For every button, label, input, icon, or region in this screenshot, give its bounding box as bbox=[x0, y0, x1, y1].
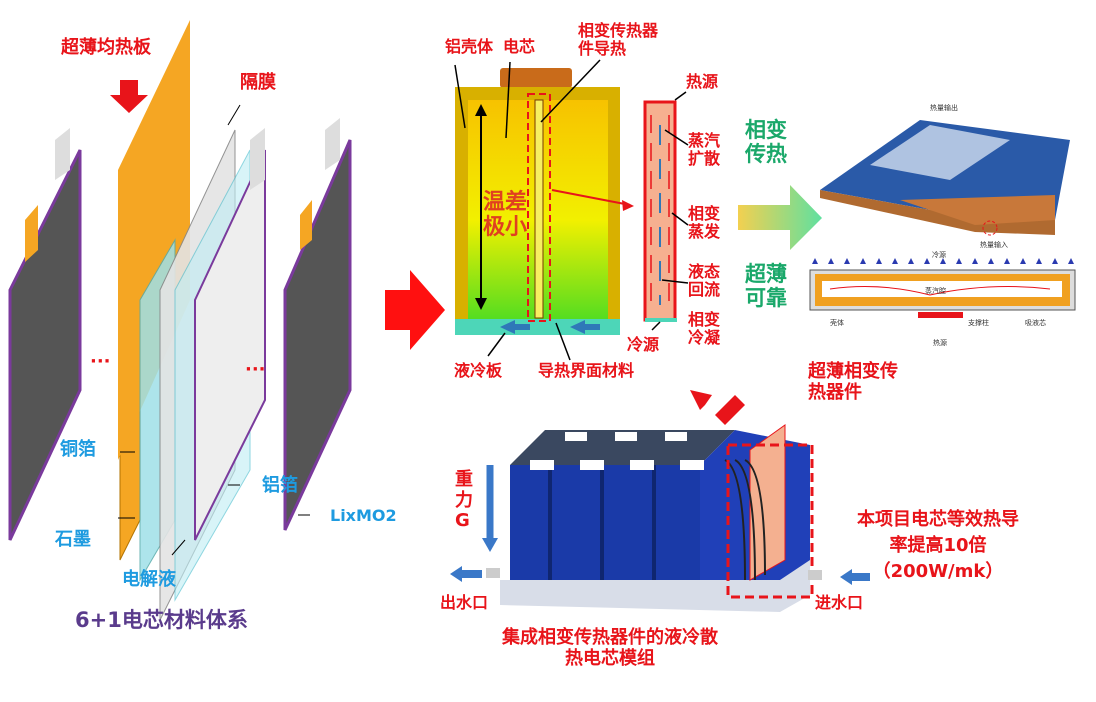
label-electrolyte: 电解液 bbox=[122, 569, 176, 590]
label-inlet: 进水口 bbox=[815, 593, 864, 612]
label-aluminum-foil: 铝箔 bbox=[262, 475, 298, 496]
label-thin-reliable: 超薄可靠 bbox=[745, 262, 787, 311]
ellipsis-left: ··· bbox=[90, 351, 111, 372]
vc-shell: 壳体 bbox=[830, 319, 844, 327]
vc-hot: 热源 bbox=[933, 339, 947, 347]
label-gravity: 重力G bbox=[455, 469, 473, 532]
vc-heat-in: 热量输入 bbox=[980, 241, 1008, 249]
vapor-chamber-section bbox=[809, 258, 1076, 318]
vc-heat-out: 热量输出 bbox=[930, 104, 958, 112]
label-cell-core: 电芯 bbox=[503, 37, 536, 56]
left-title: 6+1电芯材料体系 bbox=[75, 608, 248, 632]
label-vapor-diffusion: 蒸汽扩散 bbox=[688, 131, 721, 169]
label-phase-change: 相变传热 bbox=[745, 118, 787, 167]
label-heat-source: 热源 bbox=[686, 72, 719, 91]
label-outlet: 出水口 bbox=[440, 593, 489, 612]
module-caption: 集成相变传热器件的液冷散热电芯模组 bbox=[502, 627, 718, 669]
cell-diagram bbox=[454, 59, 634, 361]
vapor-chamber-3d bbox=[820, 120, 1070, 236]
left-stack bbox=[8, 20, 352, 621]
gradient-arrow bbox=[738, 185, 822, 250]
vc-cold: 冷源 bbox=[932, 251, 946, 259]
vc-vapor: 蒸汽腔 bbox=[925, 287, 946, 295]
label-temp-diff: 温差极小 bbox=[483, 190, 528, 241]
claim-line3: （200W/mk） bbox=[872, 561, 1004, 582]
label-copper-foil: 铜箔 bbox=[60, 439, 96, 460]
label-liquid-return: 液态回流 bbox=[688, 262, 721, 300]
battery-module bbox=[450, 390, 870, 612]
label-heat-spreader: 超薄均热板 bbox=[61, 37, 151, 58]
label-evaporation: 相变蒸发 bbox=[688, 204, 721, 242]
label-condensation: 相变冷凝 bbox=[688, 310, 721, 348]
label-tim: 导热界面材料 bbox=[538, 361, 635, 380]
ellipsis-right: ··· bbox=[245, 359, 266, 380]
claim-line1: 本项目电芯等效热导 bbox=[857, 509, 1019, 530]
heat-pipe-diagram bbox=[643, 91, 689, 331]
label-cathode: LixMO2 bbox=[330, 506, 397, 525]
label-graphite: 石墨 bbox=[55, 529, 91, 550]
label-liquid-plate: 液冷板 bbox=[454, 361, 503, 380]
vc-wick: 吸液芯 bbox=[1025, 319, 1046, 327]
label-pcm-device: 相变传热器件导热 bbox=[578, 21, 659, 59]
label-device: 超薄相变传热器件 bbox=[808, 361, 898, 403]
label-cold-source: 冷源 bbox=[627, 335, 660, 354]
label-al-shell: 铝壳体 bbox=[445, 37, 494, 56]
label-separator: 隔膜 bbox=[240, 72, 276, 93]
vc-support: 支撑柱 bbox=[968, 319, 989, 327]
claim-line2: 率提高10倍 bbox=[889, 535, 987, 556]
flow-arrow bbox=[385, 270, 445, 350]
